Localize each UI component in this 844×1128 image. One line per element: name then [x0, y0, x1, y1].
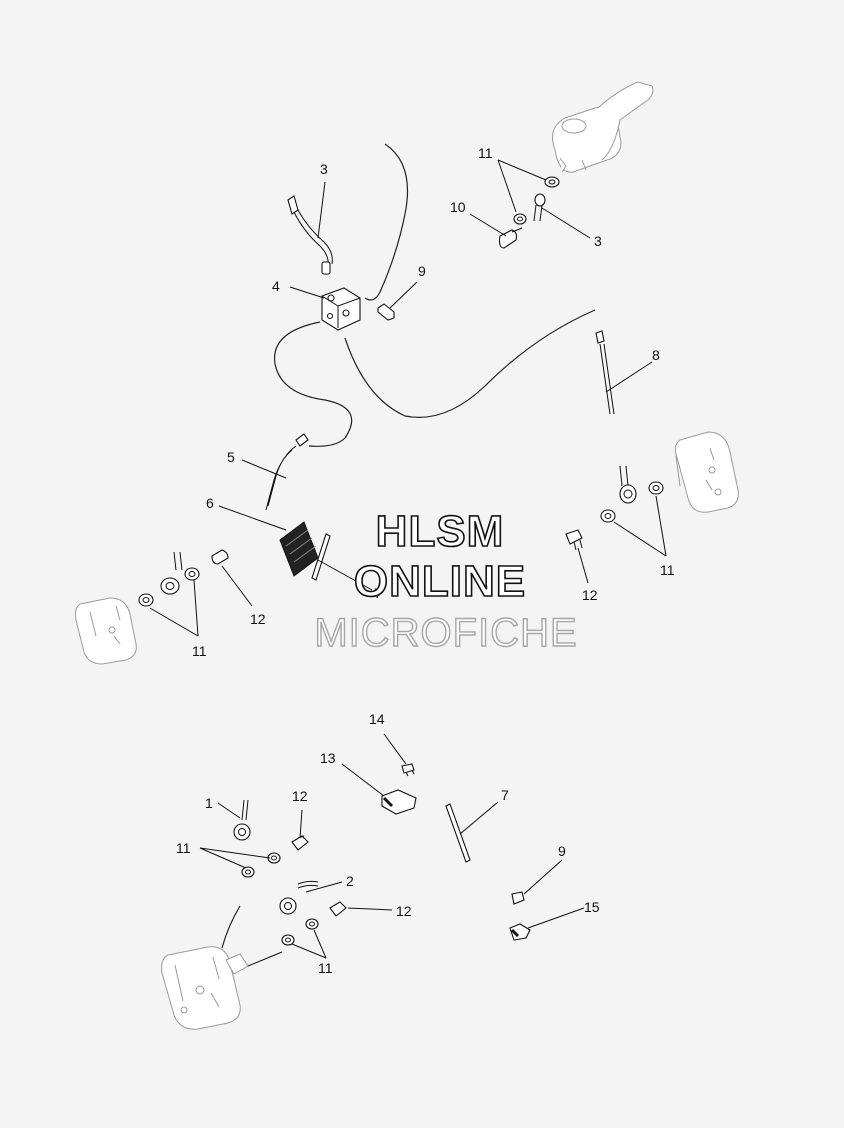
- callout-12-low-right: 12: [396, 903, 412, 919]
- part-11-washer-low-d: [281, 934, 295, 946]
- callout-11-right: 11: [660, 562, 675, 578]
- callout-6: 6: [206, 495, 214, 511]
- part-right-hose-fitting: [619, 465, 637, 504]
- callout-labels: 3 11 10 3 9 4 8 5 6 7 11 12 12 11 14 13 …: [176, 145, 675, 976]
- part-6-spring: [279, 521, 319, 577]
- part-11-washer-top-b: [544, 176, 560, 188]
- part-2-brake-line: [279, 880, 319, 915]
- callout-12-right: 12: [582, 587, 598, 603]
- watermark-line-2: ONLINE: [354, 557, 526, 606]
- part-11-washer-low-c: [305, 918, 319, 930]
- callout-10: 10: [450, 199, 466, 215]
- part-14-screw: [401, 763, 415, 777]
- part-11-washer-low-b: [241, 866, 255, 878]
- watermark-line-3: MICROFICHE: [314, 611, 577, 655]
- leader-lines: [149, 159, 667, 967]
- part-1-brake-line: [233, 799, 251, 841]
- part-12-bolt-low-right: [329, 901, 347, 917]
- part-3-brake-line: [287, 195, 333, 275]
- callout-3-right: 3: [594, 233, 602, 249]
- part-7-pin-lower: [445, 803, 471, 863]
- callout-11-low-left: 11: [176, 840, 191, 856]
- callout-13: 13: [320, 750, 336, 766]
- brake-hose-main: [344, 309, 596, 418]
- part-4-junction-block: [321, 287, 361, 331]
- callout-12-low-top: 12: [292, 788, 308, 804]
- part-13-clip: [381, 789, 417, 815]
- brake-hose-left-loop: [273, 321, 353, 447]
- caliper-right-ghost: [675, 431, 739, 513]
- callout-4: 4: [272, 278, 280, 294]
- master-cylinder-ghost: [552, 81, 654, 173]
- callout-14: 14: [369, 711, 385, 727]
- callout-5: 5: [227, 449, 235, 465]
- callout-7-low: 7: [501, 787, 509, 803]
- callout-2: 2: [346, 873, 354, 889]
- callout-11-left: 11: [192, 643, 207, 659]
- part-7-pin-mid: [311, 533, 331, 581]
- callout-11-low-bottom: 11: [318, 960, 333, 976]
- callout-9-low: 9: [558, 843, 566, 859]
- part-15-clamp: [509, 923, 531, 941]
- part-9-bolt: [377, 303, 395, 321]
- callout-1: 1: [205, 795, 213, 811]
- brake-hose-upper: [364, 143, 408, 301]
- part-11-washer-top-a: [513, 213, 527, 225]
- part-9-bolt-lower: [511, 891, 525, 905]
- watermark-line-1: HLSM: [376, 507, 505, 556]
- part-left-hose-fitting: [160, 551, 183, 595]
- part-3-banjo-fitting: [533, 193, 546, 222]
- part-11-washer-right-a: [648, 481, 664, 495]
- watermark: HLSM ONLINE MICROFICHE: [314, 506, 578, 656]
- part-10-banjo-bolt: [498, 227, 523, 249]
- callout-11-top: 11: [478, 145, 493, 161]
- callout-3-top: 3: [320, 161, 328, 177]
- callout-9-top: 9: [418, 263, 426, 279]
- caliper-left-ghost: [75, 597, 137, 665]
- callout-7-mid: 7: [374, 585, 382, 601]
- callout-12-left: 12: [250, 611, 266, 627]
- part-8-brake-line: [595, 330, 615, 415]
- part-12-bolt-right: [565, 529, 583, 551]
- part-12-bolt-left: [211, 549, 229, 565]
- part-12-bolt-low-top: [291, 835, 309, 851]
- part-11-washer-left-a: [184, 567, 200, 581]
- part-5-brake-line: [265, 433, 309, 511]
- part-11-washer-left-b: [138, 593, 154, 607]
- brake-hose-rear: [221, 905, 241, 949]
- part-11-washer-right-b: [600, 509, 616, 523]
- callout-8: 8: [652, 347, 660, 363]
- caliper-lower-ghost: [161, 946, 249, 1030]
- callout-15: 15: [584, 899, 600, 915]
